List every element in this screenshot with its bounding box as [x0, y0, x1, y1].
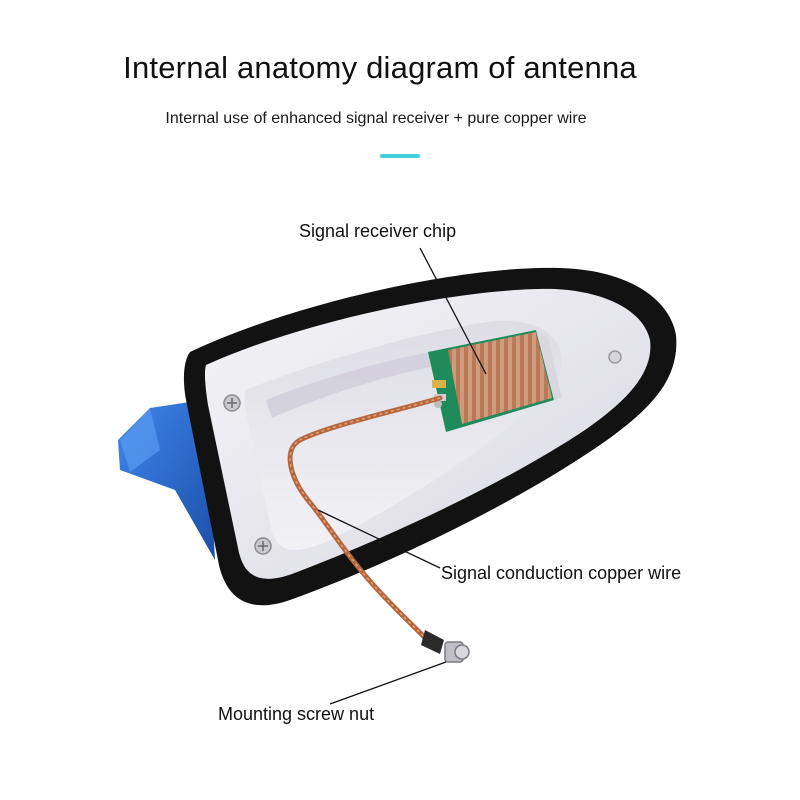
housing-screw-bottom-left — [254, 537, 272, 555]
leader-line-wire — [317, 509, 441, 569]
accent-divider — [380, 154, 420, 158]
housing-screw-top-left — [223, 394, 241, 412]
page-subtitle: Internal use of enhanced signal receiver… — [165, 110, 587, 127]
signal-receiver-chip — [428, 330, 562, 432]
leader-line-nut — [329, 661, 447, 705]
housing-screw-right — [608, 350, 622, 364]
callout-copper-wire: Signal conduction copper wire — [441, 563, 682, 583]
callout-mounting-screw-nut: Mounting screw nut — [218, 704, 375, 724]
callout-signal-receiver-chip: Signal receiver chip — [299, 221, 457, 241]
mounting-screw-nut — [421, 630, 470, 663]
leader-line-chip — [419, 247, 487, 375]
page-title: Internal anatomy diagram of antenna — [123, 50, 637, 85]
